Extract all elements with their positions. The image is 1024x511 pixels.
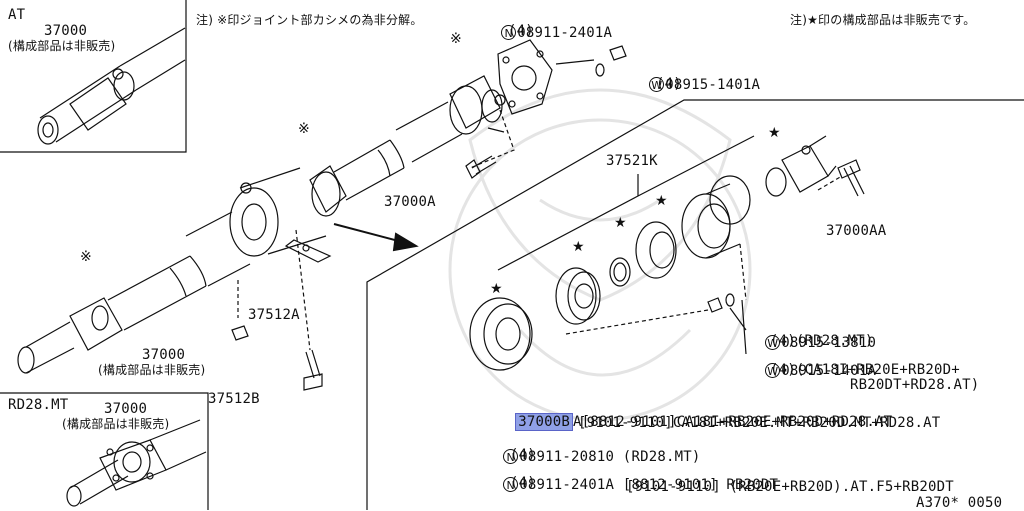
- inset-at-part-number[interactable]: 37000: [44, 23, 88, 39]
- washer-symbol-icon: W: [765, 363, 781, 378]
- spec-37000b-line2: [9101-9110]CA18I+RB20E.MT+RB20D.MT+RD28.…: [578, 415, 941, 431]
- washer-symbol-icon: W: [765, 335, 781, 350]
- inset-at-frame: [0, 0, 187, 153]
- spec-n1-qty: (4): [510, 447, 536, 463]
- exploded-yoke: [765, 135, 837, 197]
- kome-mark-top-joint: ※: [450, 31, 462, 47]
- star-mark-small-ring: ★: [614, 215, 627, 231]
- kome-mark-mid-joint: ※: [298, 121, 310, 137]
- watermark-crest: [448, 88, 752, 422]
- star-mark-yoke: ★: [768, 125, 781, 141]
- part-37000aa[interactable]: 37000AA: [826, 223, 887, 239]
- inset-rd-title: RD28.MT: [8, 397, 69, 413]
- spec-n1-code: 08911-20810 (RD28.MT): [519, 449, 701, 465]
- kome-mark-front-joint: ※: [80, 249, 92, 265]
- nut-washer-top-drawing: [487, 45, 627, 133]
- center-bearing-drawing: [229, 167, 332, 263]
- bracket-37521k: [497, 135, 755, 271]
- inset-rd-frame: [0, 392, 209, 510]
- part-37000a[interactable]: 37000A: [384, 194, 436, 210]
- front-shaft-drawing: [17, 211, 251, 374]
- exploded-arrow: [333, 223, 419, 252]
- nut-37512b-drawing: [231, 325, 249, 341]
- spec-w1-code: 08915-13810: [781, 335, 877, 351]
- note-star: 注)★印の構成部品は非販売です。: [790, 13, 976, 27]
- star-mark-bearing: ★: [572, 239, 585, 255]
- inset-rd-part-number[interactable]: 37000: [104, 401, 148, 417]
- nut-symbol-icon: N: [501, 25, 517, 40]
- exploded-dashes: [565, 175, 843, 335]
- part-37512a[interactable]: 37512A: [248, 307, 300, 323]
- exploded-seal: [635, 221, 677, 279]
- diagram-id: A370* 0050: [916, 495, 1003, 511]
- washer-symbol-icon: W: [649, 77, 665, 92]
- exploded-bearing: [555, 267, 601, 325]
- exploded-cup: [681, 175, 751, 259]
- star-mark-cup: ★: [655, 193, 668, 209]
- spec-n2-qty: (4): [510, 475, 536, 491]
- exploded-nut-washer: [707, 293, 735, 313]
- note-kome: 注) ※印ジョイント部カシメの為非分解。: [196, 13, 423, 27]
- star-mark-large-ring: ★: [490, 281, 503, 297]
- n-top-code: 08911-2401A: [517, 25, 613, 41]
- inset-at-title: AT: [8, 7, 26, 23]
- spec-37000b-line1: A[8812-9101]CA18I+RB20E+RB20D+RD28.AT: [573, 414, 893, 430]
- exploded-small-ring: [609, 257, 631, 287]
- exploded-ring-large: [469, 297, 533, 371]
- spec-w1-line: (4)(RD28.MT): [770, 333, 874, 349]
- exploded-spec-leaders: [729, 299, 747, 355]
- spec-w2-line1: (4)(CA18I+RB20E+RB20D+: [770, 362, 960, 378]
- highlighted-part-37000b[interactable]: 37000B: [515, 413, 574, 431]
- spec-w2-line2: RB20DT+RD28.AT): [850, 377, 980, 393]
- part-37512b[interactable]: 37512B: [208, 391, 260, 407]
- n-top-qty: (4): [508, 23, 534, 39]
- spec-n2-line2: [9101-9110] (RB20E+RB20D).AT.F5+RB20DT: [626, 479, 954, 495]
- leader-dashes: [237, 109, 515, 351]
- spec-w2-code: 08915-1401A: [781, 363, 877, 379]
- exploded-view-panel: [366, 99, 1024, 510]
- w-top-code: 08915-1401A: [665, 77, 761, 93]
- part-37000-main[interactable]: 37000: [142, 347, 186, 363]
- part-37000-main-note: (構成部品は非販売): [98, 363, 206, 377]
- exploded-bolt-37000aa: [837, 159, 865, 197]
- w-top-qty: (4): [656, 76, 682, 92]
- inset-at-joint-drawing: [37, 27, 186, 145]
- inset-rd-note: (構成部品は非販売): [62, 417, 170, 431]
- rear-shaft-drawing: [309, 75, 506, 217]
- spec-n2-line1: 08911-2401A [8812-9101] RB20DT: [519, 477, 779, 493]
- bolt-37512a-drawing: [303, 349, 323, 391]
- flange-plate-drawing: [497, 39, 553, 115]
- nut-symbol-icon: N: [503, 449, 519, 464]
- inset-rd-joint-drawing: [66, 419, 207, 507]
- part-37521k[interactable]: 37521K: [606, 153, 658, 169]
- inset-at-note: (構成部品は非販売): [8, 39, 116, 53]
- nut-symbol-icon: N: [503, 477, 519, 492]
